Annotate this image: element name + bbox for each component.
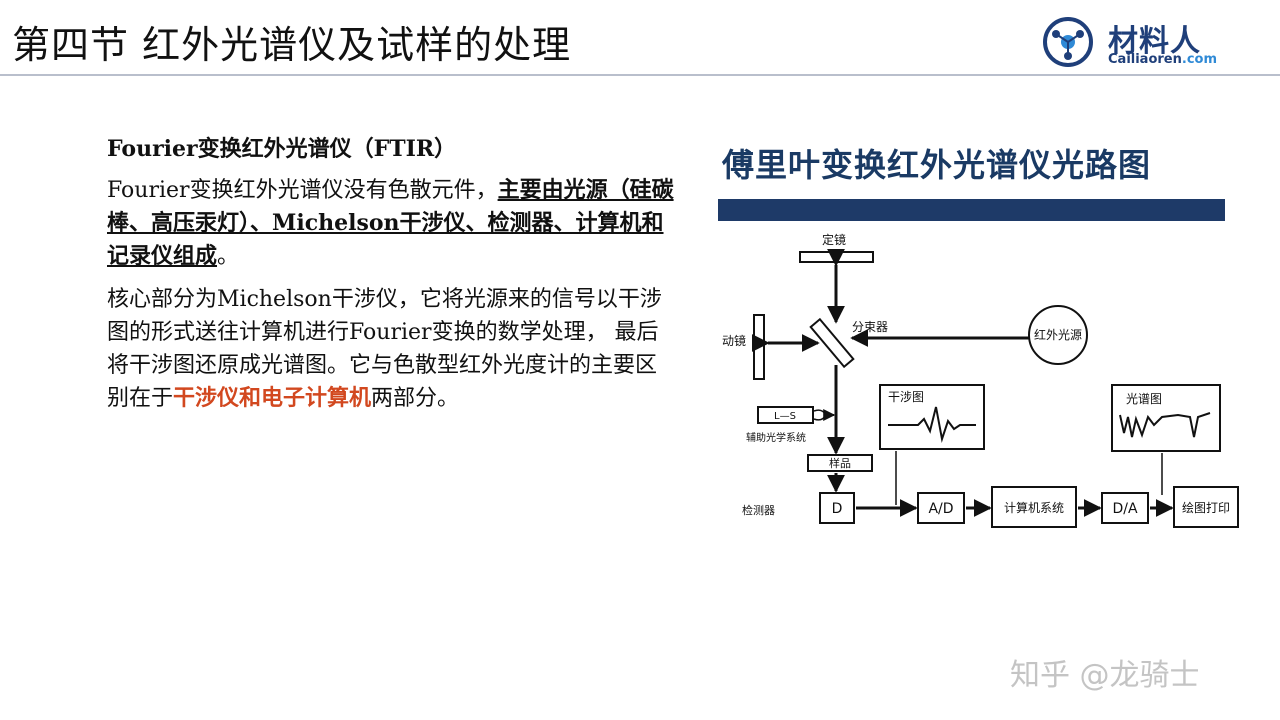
moving-mirror [753, 314, 765, 380]
ftir-optical-diagram: 定镜 动镜 分束器 红外光源 L—S 辅助光学系统 样品 检测器 D 干涉图 A… [722, 232, 1239, 528]
ls-box [757, 406, 814, 424]
section-heading: Fourier变换红外光谱仪（FTIR） [107, 136, 457, 162]
aux-optics-label: 辅助光学系统 [746, 431, 806, 444]
logo: 材料人 Cailiaoren.com [1040, 14, 1260, 70]
logo-sub-main: Cailiaoren [1108, 52, 1182, 67]
computer-box [991, 486, 1077, 528]
sample-label: 样品 [829, 456, 851, 470]
da-label: D/A [1112, 501, 1137, 517]
page-title: 第四节 红外光谱仪及试样的处理 [12, 23, 572, 67]
para2-end: 两部分。 [371, 386, 460, 411]
paragraph-1: Fourier变换红外光谱仪没有色散元件，主要由光源（硅碳棒、高压汞灯）、Mic… [107, 174, 677, 273]
fixed-mirror [799, 251, 874, 263]
ir-source [1028, 305, 1088, 365]
moving-mirror-label: 动镜 [722, 333, 746, 348]
paragraph-2: 核心部分为Michelson干涉仪，它将光源来的信号以干涉图的形式送往计算机进行… [107, 283, 677, 415]
diagram-title: 傅里叶变换红外光谱仪光路图 [722, 146, 1152, 184]
detector-label: 检测器 [742, 503, 775, 517]
watermark: 知乎 @龙骑士 [1010, 658, 1200, 693]
ad-box [917, 492, 965, 524]
plotter-label: 绘图打印 [1182, 500, 1230, 515]
spectrum-wave [1119, 412, 1211, 438]
logo-sub-domain: .com [1181, 52, 1217, 67]
spectrum-label: 光谱图 [1126, 392, 1162, 406]
spectrum-box [1111, 384, 1221, 452]
para1-underlined: 主要由光源（硅碳棒、高压汞灯）、Michelson干涉仪、检测器、计算机和记录仪… [107, 177, 674, 269]
title-divider [0, 74, 1280, 76]
ad-label: A/D [928, 501, 953, 517]
para2-red: 干涉仪和电子计算机 [173, 385, 372, 411]
detector-box [819, 492, 855, 524]
computer-label: 计算机系统 [1004, 500, 1064, 515]
beam-splitter-label: 分束器 [852, 320, 888, 334]
logo-molecule-icon [1043, 17, 1093, 67]
detector-box-label: D [832, 501, 843, 517]
fixed-mirror-label: 定镜 [822, 232, 846, 247]
logo-text: 材料人 [1108, 24, 1201, 59]
diagram-title-bar [718, 199, 1225, 221]
interferogram-box [879, 384, 985, 450]
text-content: Fourier变换红外光谱仪（FTIR） Fourier变换红外光谱仪没有色散元… [107, 133, 677, 425]
interferogram-wave [888, 406, 976, 443]
da-box [1101, 492, 1149, 524]
plotter-box [1173, 486, 1239, 528]
interferogram-label: 干涉图 [888, 390, 924, 404]
ls-label: L—S [774, 411, 796, 422]
sample-box [807, 454, 873, 472]
para1-plain: Fourier变换红外光谱仪没有色散元件， [107, 178, 498, 203]
ls-lens [813, 409, 827, 421]
ir-source-label: 红外光源 [1034, 327, 1082, 342]
para2-plain: 核心部分为Michelson干涉仪，它将光源来的信号以干涉图的形式送往计算机进行… [107, 287, 662, 411]
para1-end: 。 [217, 244, 240, 269]
beam-splitter [809, 317, 855, 369]
logo-subtitle: Cailiaoren.com [1108, 52, 1217, 67]
